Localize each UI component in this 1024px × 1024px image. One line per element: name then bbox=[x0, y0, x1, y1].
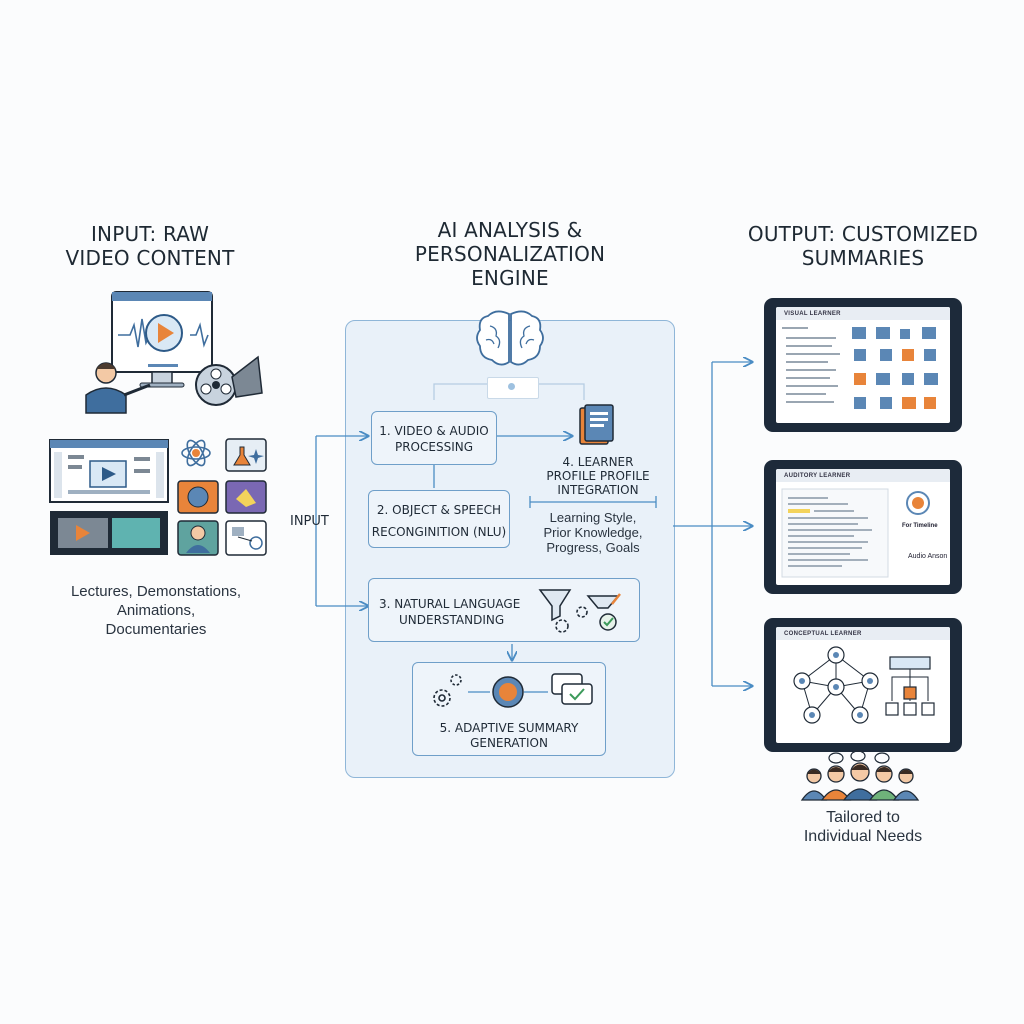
engine-title-line3: ENGINE bbox=[471, 266, 549, 290]
step3-line1: 3. NATURAL LANGUAGE bbox=[379, 597, 521, 611]
video-editor-icon bbox=[49, 439, 169, 503]
output-caption: Tailored to Individual Needs bbox=[766, 808, 960, 846]
tablet2-side-label1: For Timeline bbox=[902, 523, 938, 529]
screen-toolbar bbox=[776, 627, 950, 640]
visual-learner-content bbox=[782, 327, 938, 409]
input-caption: Lectures, Demonstations, Animations, Doc… bbox=[30, 582, 282, 639]
step2-line1: 2. OBJECT & SPEECH bbox=[376, 503, 502, 517]
input-caption-line1: Lectures, Demonstations, bbox=[70, 583, 242, 600]
output-title: OUTPUT: CUSTOMIZED SUMMARIES bbox=[730, 222, 996, 270]
step1-line2: PROCESSING bbox=[394, 440, 474, 454]
abstract-icon bbox=[225, 480, 267, 514]
input-label: INPUT bbox=[290, 514, 329, 529]
input-illustrations bbox=[49, 291, 267, 556]
brain-icon bbox=[476, 310, 544, 366]
step1-line1: 1. VIDEO & AUDIO bbox=[379, 424, 489, 438]
input-title-line2: VIDEO CONTENT bbox=[65, 246, 235, 270]
step5-line2: GENERATION bbox=[470, 736, 548, 750]
step3-line2: UNDERSTANDING bbox=[399, 613, 505, 627]
brain-chip-icon bbox=[177, 480, 219, 514]
input-title: INPUT: RAW VIDEO CONTENT bbox=[40, 222, 260, 270]
learner-profile-attributes: Learning Style, Prior Knowledge, Progres… bbox=[530, 510, 656, 555]
person-tile-icon bbox=[177, 520, 219, 556]
step4-line2: PROFILE PROFILE bbox=[546, 469, 650, 483]
output-caption-line1: Tailored to bbox=[826, 809, 900, 826]
conceptual-learner-tablet: CONCEPTUAL LEARNER bbox=[764, 618, 962, 752]
profile-line1: Learning Style, bbox=[549, 510, 637, 525]
step-adaptive-summary-generation: 5. ADAPTIVE SUMMARY GENERATION bbox=[412, 662, 606, 756]
input-caption-line2: Animations, bbox=[116, 602, 196, 619]
tablet1-title: VISUAL LEARNER bbox=[784, 311, 841, 317]
film-reel-icon bbox=[195, 355, 263, 406]
summary-generation-icons bbox=[433, 673, 593, 708]
profile-line3: Progress, Goals bbox=[546, 540, 640, 555]
step-object-speech-recognition: 2. OBJECT & SPEECH RECONGINITION (NLU) bbox=[368, 490, 510, 548]
auditory-learner-screen: AUDITORY LEARNER For Timeline Audio Anso… bbox=[776, 469, 950, 585]
hub-dot bbox=[508, 383, 515, 390]
concept-map-content bbox=[793, 646, 935, 724]
step-natural-language-understanding: 3. NATURAL LANGUAGE UNDERSTANDING bbox=[368, 578, 640, 642]
input-title-line1: INPUT: RAW bbox=[90, 222, 210, 246]
diagram-tile-icon bbox=[225, 520, 267, 556]
atom-icon bbox=[181, 439, 211, 467]
step-video-audio-processing: 1. VIDEO & AUDIO PROCESSING bbox=[371, 411, 497, 465]
output-title-line1: OUTPUT: CUSTOMIZED bbox=[747, 222, 979, 246]
auditory-learner-tablet: AUDITORY LEARNER For Timeline Audio Anso… bbox=[764, 460, 962, 594]
engine-title-line2: PERSONALIZATION bbox=[414, 242, 606, 266]
presenter-icon bbox=[85, 362, 151, 414]
step-learner-profile-integration: 4. LEARNER PROFILE PROFILE INTEGRATION bbox=[530, 455, 666, 497]
engine-title: AI ANALYSIS & PERSONALIZATION ENGINE bbox=[370, 218, 650, 290]
step5-line1: 5. ADAPTIVE SUMMARY bbox=[439, 721, 579, 735]
visual-learner-screen: VISUAL LEARNER bbox=[776, 307, 950, 423]
input-caption-line3: Documentaries bbox=[105, 621, 207, 638]
tablet2-side-label2: Audio Anson bbox=[908, 553, 948, 560]
film-strip-icon bbox=[50, 511, 168, 555]
step4-line3: INTEGRATION bbox=[557, 483, 639, 497]
funnel-gear-icon bbox=[538, 589, 621, 633]
gear-icon bbox=[433, 674, 462, 707]
visual-learner-tablet: VISUAL LEARNER bbox=[764, 298, 962, 432]
step4-line1: 4. LEARNER bbox=[562, 455, 634, 469]
output-title-line2: SUMMARIES bbox=[801, 246, 925, 270]
monitor-video-icon bbox=[111, 291, 213, 388]
profile-line2: Prior Knowledge, bbox=[543, 525, 643, 540]
screen-toolbar bbox=[776, 307, 950, 320]
learner-profile-book-icon bbox=[579, 404, 614, 445]
conceptual-learner-screen: CONCEPTUAL LEARNER bbox=[776, 627, 950, 743]
tablet3-title: CONCEPTUAL LEARNER bbox=[784, 631, 862, 637]
tablet2-title: AUDITORY LEARNER bbox=[784, 473, 851, 479]
chemistry-icon bbox=[225, 438, 267, 472]
learners-group-icon bbox=[800, 750, 920, 801]
output-caption-line2: Individual Needs bbox=[803, 828, 923, 845]
step2-line2: RECONGINITION (NLU) bbox=[371, 525, 507, 539]
engine-title-line1: AI ANALYSIS & bbox=[437, 218, 583, 242]
auditory-learner-content bbox=[781, 488, 930, 578]
screen-toolbar bbox=[776, 469, 950, 482]
